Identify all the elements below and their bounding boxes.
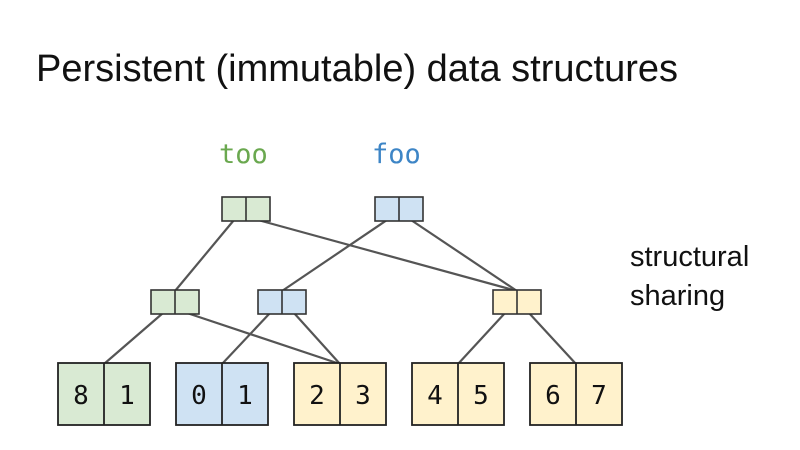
leaf-8-1-value-0: 8 xyxy=(73,381,89,411)
edge-foo-to-yellow-mid xyxy=(410,219,518,292)
leaf-8-1-value-1: 1 xyxy=(119,381,135,411)
too-label-text: too xyxy=(219,139,268,170)
leaf-2-3-value-1: 3 xyxy=(355,381,371,411)
edge-too-to-yellow-mid xyxy=(257,218,518,293)
leaf-6-7-value-1: 7 xyxy=(591,381,607,411)
edge-too-to-green-mid xyxy=(174,219,235,292)
leaf-2-3-value-0: 2 xyxy=(309,381,325,411)
leaf-6-7-value-0: 6 xyxy=(545,381,561,411)
edge-foo-to-blue-mid xyxy=(281,219,388,292)
edge-green-mid-to-leaf-8-1 xyxy=(103,312,164,365)
note-line-1: structural xyxy=(630,241,750,273)
foo-label-text: foo xyxy=(372,139,421,170)
edge-yellow-mid-to-leaf-4-5 xyxy=(457,312,506,365)
leaf-4-5-value-1: 5 xyxy=(473,381,489,411)
edge-blue-mid-to-leaf-0-1 xyxy=(221,312,271,365)
root-label-too: too xyxy=(219,139,268,170)
leaf-0-1-value-0: 0 xyxy=(191,381,207,411)
structural-sharing-note: structural sharing xyxy=(630,238,749,316)
edge-blue-mid-to-leaf-2-3 xyxy=(293,312,341,365)
edge-yellow-mid-to-leaf-6-7 xyxy=(528,312,577,365)
leaf-4-5-value-0: 4 xyxy=(427,381,443,411)
leaf-0-1-value-1: 1 xyxy=(237,381,253,411)
mid-nodes xyxy=(150,289,542,315)
note-line-2: sharing xyxy=(630,280,726,312)
root-label-foo: foo xyxy=(372,139,421,170)
slide-title: Persistent (immutable) data structures xyxy=(36,48,679,90)
edge-green-mid-to-leaf-2-3 xyxy=(186,311,341,366)
root-nodes xyxy=(221,196,424,222)
edges xyxy=(103,218,577,366)
